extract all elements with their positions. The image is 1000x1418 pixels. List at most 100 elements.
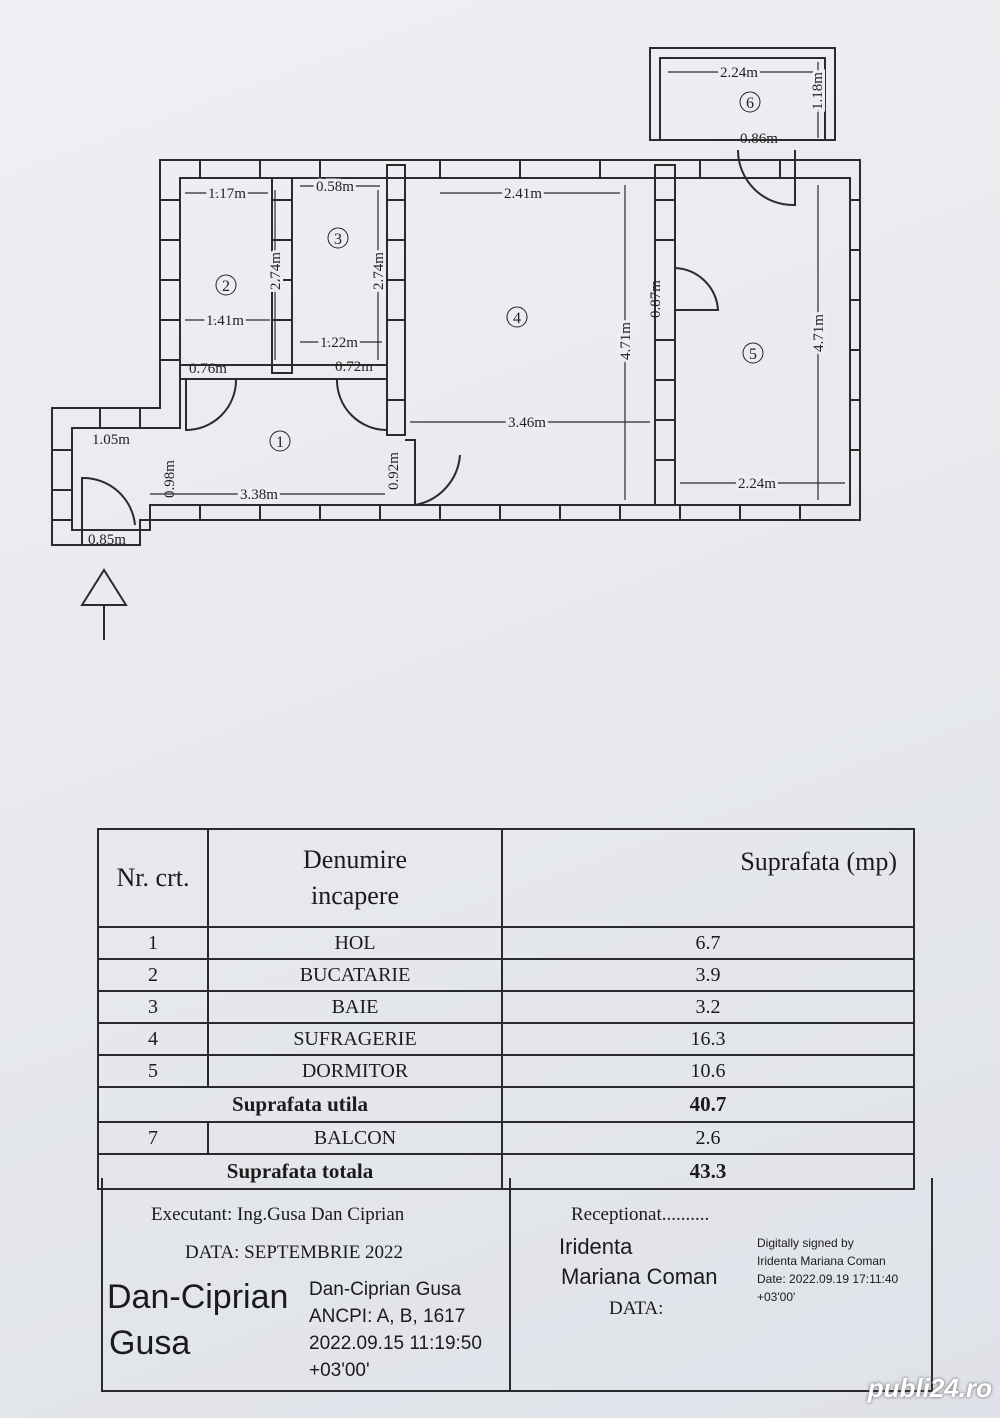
sig-detail: Digitally signed by (757, 1236, 854, 1250)
dim-bath-door: 0.72m (335, 359, 373, 375)
dim-balcony-width: 2.24m (720, 65, 758, 81)
total-area-value: 43.3 (501, 1153, 915, 1190)
sig-detail: +03'00' (757, 1290, 796, 1304)
walls (51, 47, 861, 640)
balcony-inner (659, 57, 826, 141)
receptionat-signature-box: Receptionat.......... Iridenta Mariana C… (507, 1178, 933, 1392)
door-entrance (81, 476, 136, 545)
room-number-6: 6 (739, 91, 761, 113)
receptionat-name-line2: Mariana Coman (561, 1264, 718, 1289)
room-number-3: 3 (327, 227, 349, 249)
row-area: 3.2 (501, 990, 915, 1024)
door-bedroom (674, 267, 720, 311)
row-name: SUFRAGERIE (207, 1022, 503, 1056)
sig-detail: Date: 2022.09.19 17:11:40 (757, 1272, 899, 1286)
total-area-label: Suprafata totala (97, 1153, 503, 1190)
sig-detail: Dan-Ciprian Gusa (309, 1279, 462, 1300)
signature-name-line1: Dan-Ciprian (107, 1278, 289, 1316)
room-numbers: 1 2 3 4 5 6 (215, 91, 764, 452)
wall-kitchen-bath (271, 177, 293, 374)
brick-pattern (52, 160, 860, 521)
wall-living-bedroom (654, 164, 676, 506)
dim-bedroom-door: 0.87m (648, 280, 664, 318)
door-living (405, 439, 461, 507)
row-area: 3.9 (501, 958, 915, 992)
room-number-1: 1 (269, 430, 291, 452)
dim-hall-length: 3.38m (240, 487, 278, 503)
useful-area-label: Suprafata utila (97, 1086, 503, 1123)
row-name: DORMITOR (207, 1054, 503, 1088)
dim-balcony-depth: 1.18m (810, 72, 826, 110)
signature-name-line2: Gusa (109, 1324, 191, 1362)
useful-area-value: 40.7 (501, 1086, 915, 1123)
header-name-line1: Denumire (303, 845, 407, 874)
executant-signature-box: Executant: Ing.Gusa Dan Ciprian DATA: SE… (101, 1178, 511, 1392)
sig-detail: Iridenta Mariana Coman (757, 1254, 886, 1268)
row-nr: 2 (97, 958, 209, 992)
row-nr: 7 (97, 1121, 209, 1155)
row-name: HOL (207, 926, 503, 960)
dim-kitchen-width: 1.41m (206, 313, 244, 329)
receptionat-name-line1: Iridenta (559, 1234, 633, 1259)
sig-detail: 2022.09.15 11:19:50 (309, 1333, 482, 1354)
row-name: BAIE (207, 990, 503, 1024)
executant-label: Executant: Ing.Gusa Dan Ciprian (151, 1204, 405, 1225)
dim-living-length: 4.71m (618, 322, 634, 360)
outer-wall-outline (51, 159, 861, 546)
table-header: Nr. crt. Denumire incapere Suprafata (mp) (97, 828, 915, 928)
row-name: BUCATARIE (207, 958, 503, 992)
dim-entrance-door: 0.85m (88, 532, 126, 548)
room-number-2: 2 (215, 274, 237, 296)
dim-kitchen-length: 2.74m (268, 252, 284, 290)
header-name: Denumire incapere (207, 828, 503, 928)
dim-living-width: 3.46m (508, 415, 546, 431)
room-number-5: 5 (742, 342, 764, 364)
dim-kitchen-door: 0.76m (189, 361, 227, 377)
svg-text:4: 4 (513, 310, 521, 327)
dim-balcony-door: 0.86m (740, 131, 778, 147)
wall-hall-top (179, 364, 388, 380)
row-nr: 1 (97, 926, 209, 960)
row-area: 10.6 (501, 1054, 915, 1088)
dim-living-door: 0.92m (386, 452, 402, 490)
door-balcony (737, 149, 796, 207)
header-name-line2: incapere (310, 881, 400, 910)
entry-arrow-icon (80, 568, 128, 640)
door-bath (335, 378, 388, 432)
dim-entrance-width: 1.05m (92, 432, 130, 448)
sig-detail: ANCPI: A, B, 1617 (309, 1306, 466, 1327)
dim-bath-length: 2.74m (371, 252, 387, 290)
inner-wall-outline (71, 177, 851, 531)
wall-hall-living (386, 164, 406, 436)
dimension-labels: 2.24m 1.18m 0.86m 1.17m 0.58m 2.41m 2.74… (88, 62, 830, 548)
dim-living-width-top: 2.41m (504, 186, 542, 202)
svg-text:3: 3 (334, 231, 342, 248)
svg-text:2: 2 (222, 278, 230, 295)
receptionat-label: Receptionat.......... (571, 1204, 710, 1225)
door-kitchen (185, 378, 238, 432)
receptionat-signature-details: Digitally signed by Iridenta Mariana Com… (757, 1234, 898, 1306)
floor-plan: 1 2 3 4 5 6 2.24m 1.18m 0.86m 1.17m 0.58… (51, 47, 861, 640)
sig-detail: +03'00' (309, 1360, 370, 1381)
watermark: publi24.ro (867, 1373, 992, 1403)
row-area: 2.6 (501, 1121, 915, 1155)
header-area: Suprafata (mp) (501, 828, 915, 928)
row-nr: 3 (97, 990, 209, 1024)
digital-signature-details: Dan-Ciprian Gusa ANCPI: A, B, 1617 2022.… (309, 1276, 482, 1384)
header-nr: Nr. crt. (97, 828, 209, 928)
dim-bedroom-width: 2.24m (738, 476, 776, 492)
row-nr: 4 (97, 1022, 209, 1056)
executant-date: DATA: SEPTEMBRIE 2022 (185, 1242, 404, 1263)
dim-hall-door-height: 0.98m (162, 460, 178, 498)
svg-text:6: 6 (746, 95, 754, 112)
dim-bath-width: 1.22m (320, 335, 358, 351)
dim-kitchen-width-top: 1.17m (208, 186, 246, 202)
balcony-outer (649, 47, 836, 141)
